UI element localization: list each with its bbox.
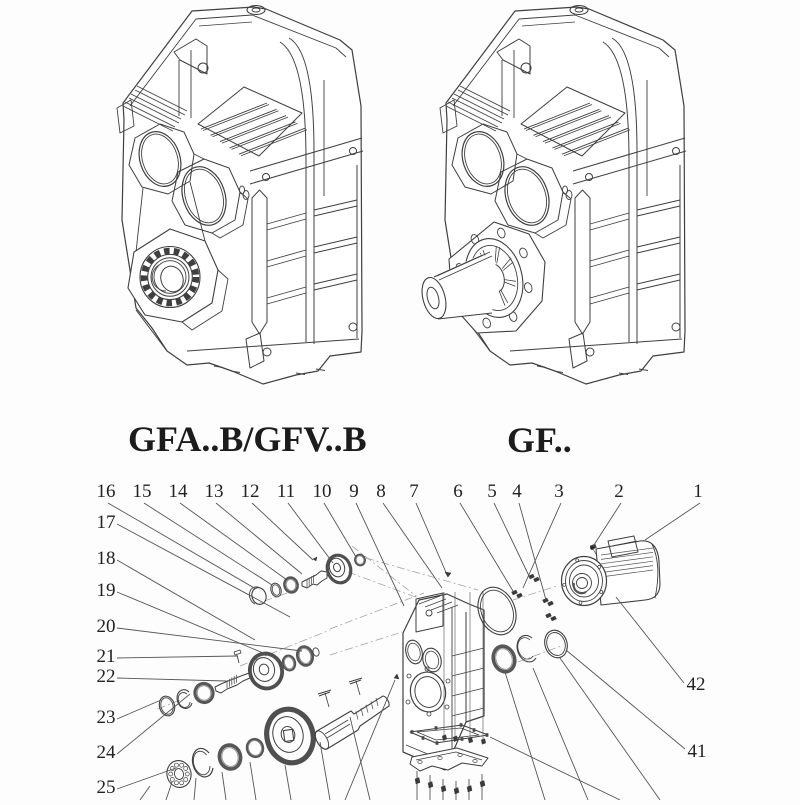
svg-text:GFA..B/GFV..B: GFA..B/GFV..B [128, 419, 367, 459]
svg-text:10: 10 [313, 481, 332, 502]
svg-text:11: 11 [277, 481, 295, 502]
svg-text:41: 41 [688, 741, 707, 762]
svg-text:16: 16 [97, 481, 116, 502]
svg-text:21: 21 [97, 646, 116, 667]
svg-text:23: 23 [97, 707, 116, 728]
svg-text:GF..: GF.. [507, 420, 572, 460]
svg-text:2: 2 [614, 481, 624, 502]
svg-text:25: 25 [97, 777, 116, 798]
svg-text:4: 4 [512, 481, 522, 502]
svg-text:14: 14 [169, 481, 189, 502]
svg-text:3: 3 [554, 481, 564, 502]
svg-text:1: 1 [693, 481, 703, 502]
svg-text:24: 24 [97, 742, 117, 763]
svg-text:13: 13 [205, 481, 224, 502]
svg-text:42: 42 [687, 674, 706, 695]
svg-text:17: 17 [97, 512, 116, 533]
svg-text:15: 15 [133, 481, 152, 502]
svg-text:6: 6 [453, 481, 463, 502]
svg-text:19: 19 [97, 580, 116, 601]
svg-text:8: 8 [376, 481, 386, 502]
svg-text:7: 7 [409, 481, 419, 502]
svg-text:18: 18 [97, 548, 116, 569]
svg-text:20: 20 [97, 616, 116, 637]
svg-text:9: 9 [349, 481, 359, 502]
svg-text:22: 22 [97, 666, 116, 687]
svg-text:5: 5 [487, 481, 497, 502]
svg-text:12: 12 [241, 481, 260, 502]
